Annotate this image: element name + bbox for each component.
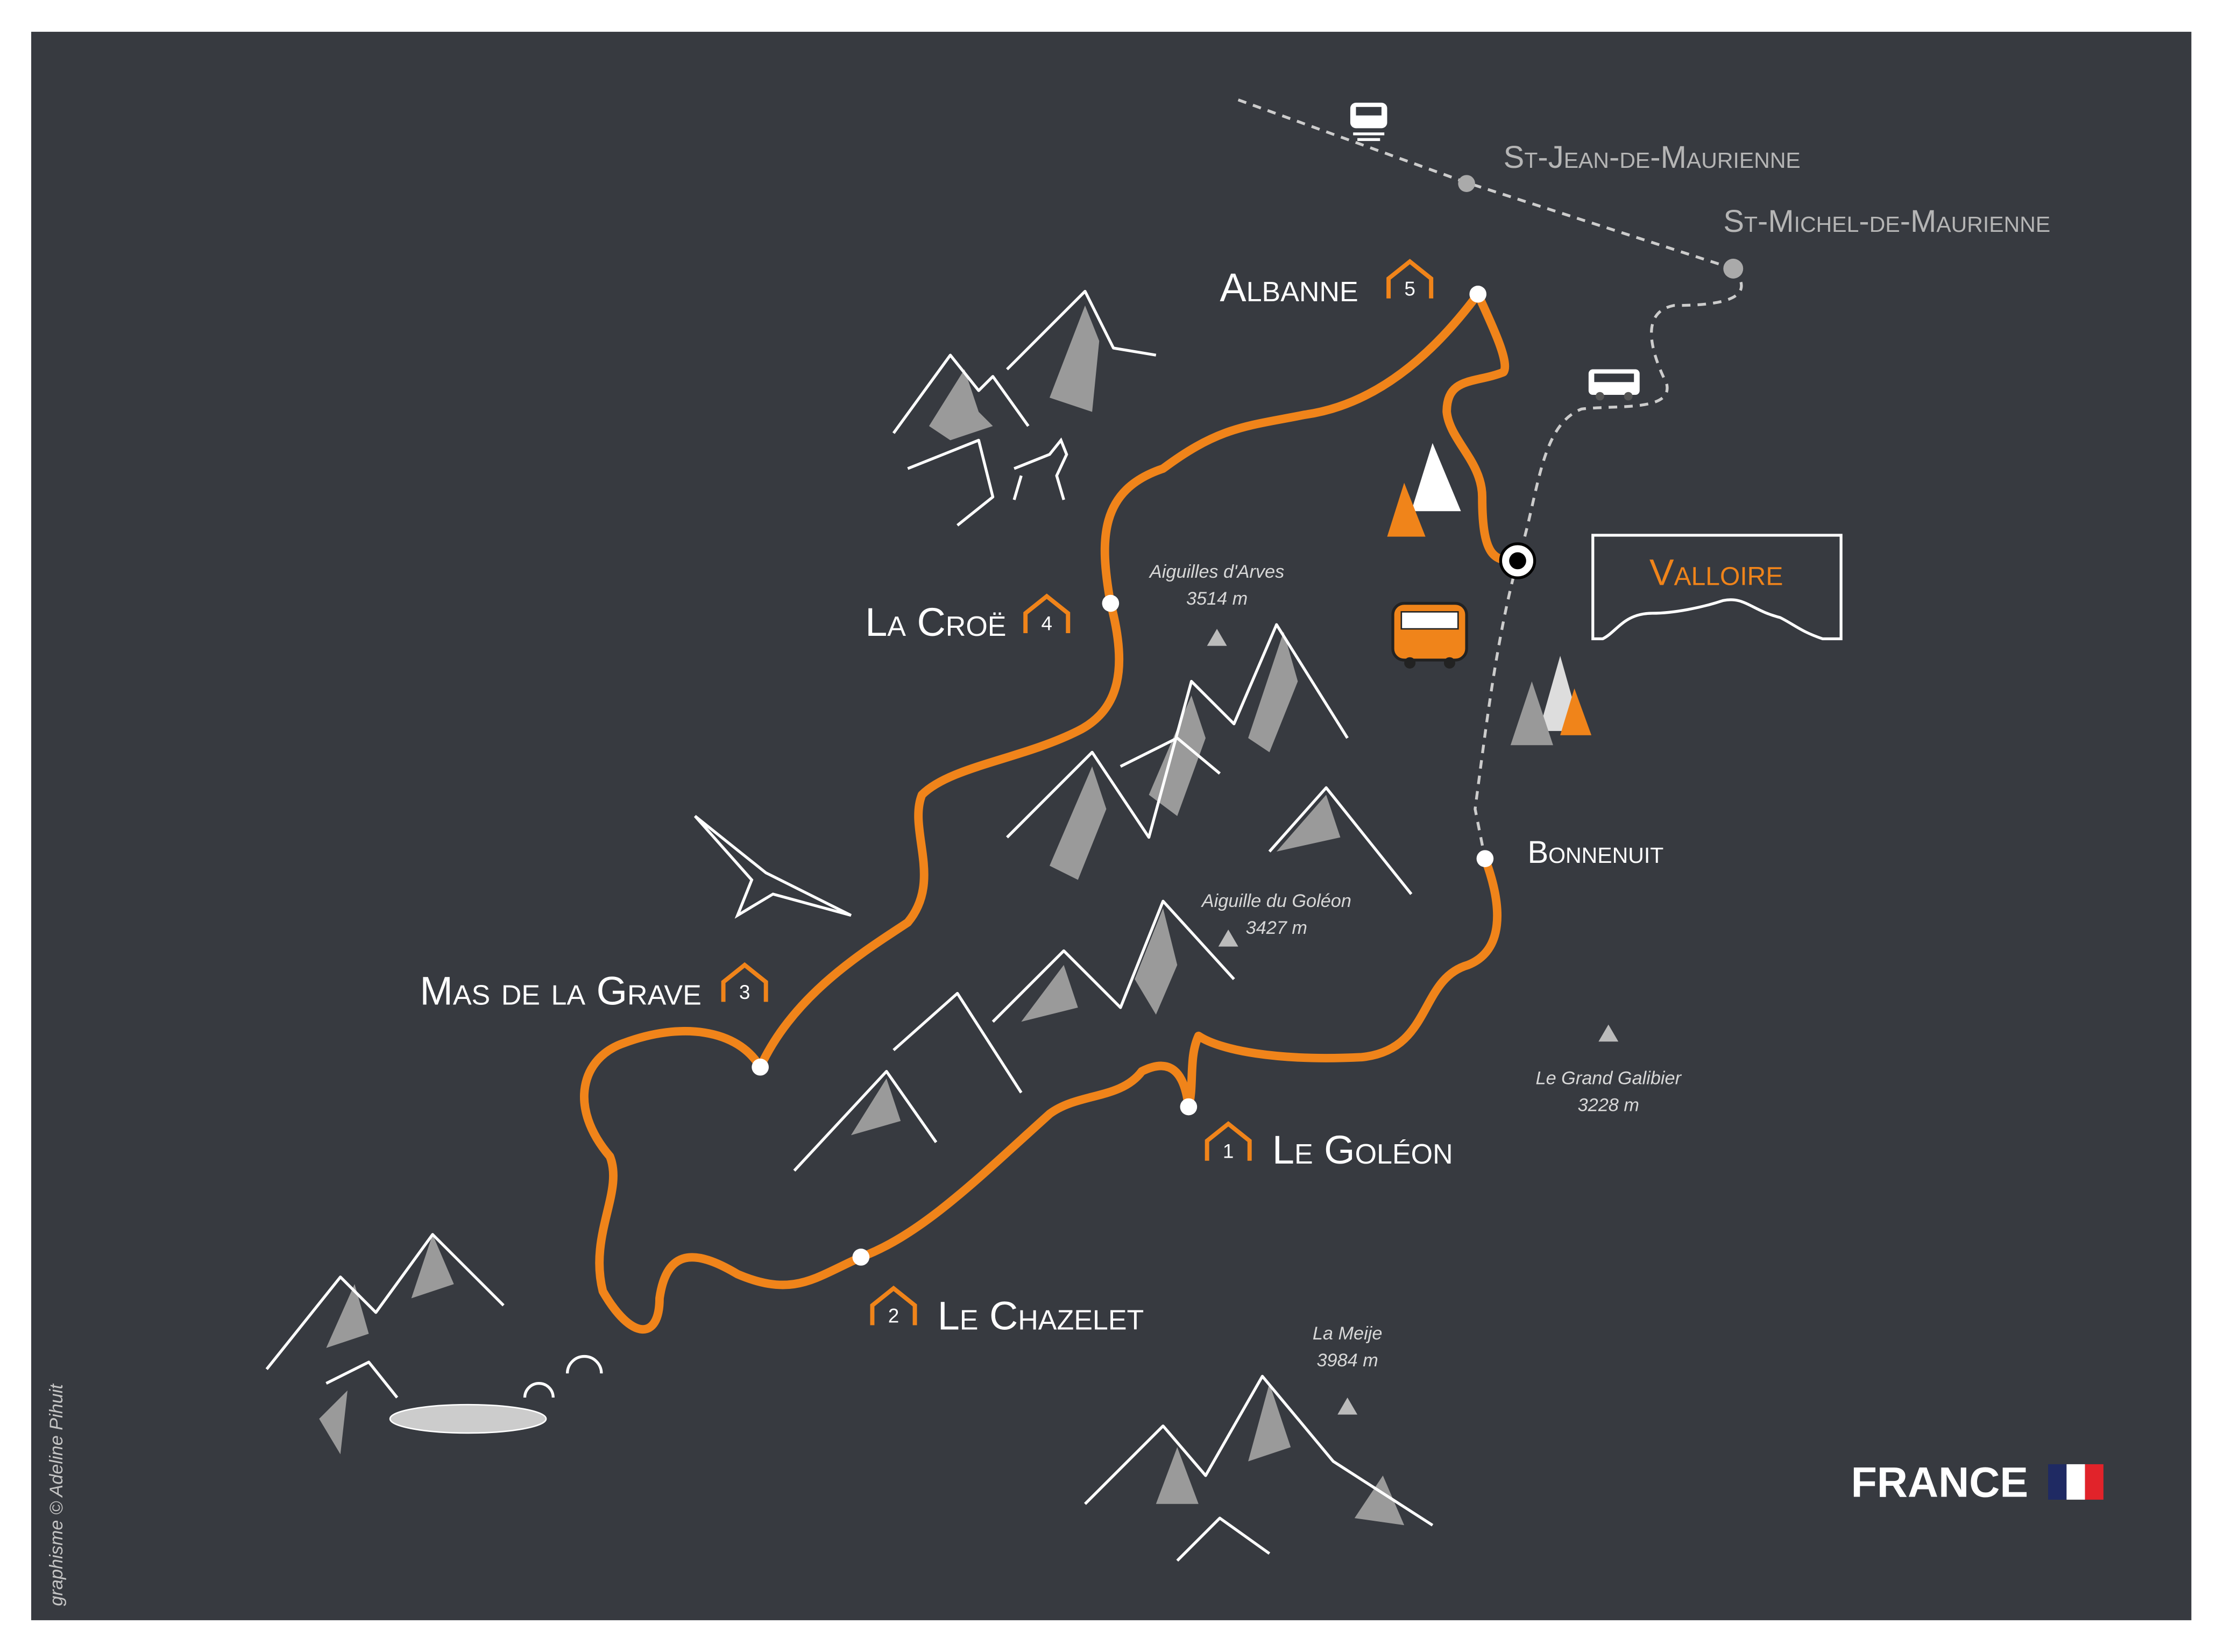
peak-triangle-icon bbox=[1207, 629, 1227, 646]
start-marker-valloire bbox=[1499, 542, 1536, 579]
peak-name: Aiguilles d'Arves bbox=[1149, 562, 1284, 582]
stage-dot-mas-de-la-grave bbox=[752, 1058, 769, 1076]
stage-label: Albanne bbox=[1220, 265, 1358, 310]
hut-icon: 4 bbox=[1023, 593, 1071, 635]
stage-3: Mas de la Grave 3 bbox=[420, 962, 768, 1013]
peak-triangle-icon bbox=[1337, 1398, 1358, 1415]
stage-number: 2 bbox=[888, 1304, 899, 1327]
stage-dot-albanne bbox=[1469, 286, 1487, 303]
valloire-label-box: Valloire bbox=[1591, 534, 1843, 641]
peak-name: Le Grand Galibier bbox=[1536, 1068, 1682, 1088]
mountain-group-south bbox=[1084, 1374, 1434, 1562]
peak-aiguilles-darves: Aiguilles d'Arves 3514 m bbox=[1149, 562, 1284, 646]
stage-1: 1 Le Goléon bbox=[1205, 1121, 1453, 1172]
stage-number: 4 bbox=[1041, 613, 1052, 635]
station-label-st-michel: St-Michel-de-Maurienne bbox=[1723, 204, 2050, 239]
start-label: Valloire bbox=[1649, 551, 1783, 593]
peak-triangle-icon bbox=[1218, 929, 1238, 947]
hut-icon: 5 bbox=[1386, 259, 1434, 300]
mountain-group-center bbox=[793, 623, 1413, 1172]
peak-altitude: 3228 m bbox=[1578, 1095, 1639, 1115]
lake bbox=[389, 1403, 547, 1434]
mountain-group-southwest bbox=[265, 1233, 547, 1455]
country-label: FRANCE bbox=[1851, 1458, 2028, 1506]
hut-icon: 3 bbox=[721, 962, 768, 1003]
mountain-group-north bbox=[892, 289, 1157, 527]
waypoint-label-bonnenuit: Bonnenuit bbox=[1527, 835, 1663, 870]
chamois-icon bbox=[1012, 437, 1068, 500]
bus-icon bbox=[1588, 369, 1640, 401]
bus-line bbox=[1516, 267, 1743, 562]
stage-number: 1 bbox=[1223, 1140, 1234, 1162]
station-label-st-jean: St-Jean-de-Maurienne bbox=[1504, 140, 1801, 175]
marmot-icon bbox=[523, 1355, 603, 1398]
stage-dot-la-croe bbox=[1102, 594, 1120, 612]
eagle-icon bbox=[693, 814, 852, 919]
station-dot-st-michel bbox=[1723, 258, 1744, 279]
peak-la-meije: La Meije 3984 m bbox=[1313, 1323, 1383, 1415]
peak-triangle-icon bbox=[1598, 1024, 1619, 1042]
credit-text: graphisme © Adeline Pihuit bbox=[46, 1384, 67, 1606]
stage-label: La Croë bbox=[865, 600, 1006, 644]
stage-5: Albanne 5 bbox=[1220, 259, 1434, 310]
hut-icon: 2 bbox=[870, 1285, 917, 1327]
peak-name: La Meije bbox=[1313, 1323, 1383, 1344]
stage-2: 2 Le Chazelet bbox=[870, 1285, 1144, 1338]
train-icon bbox=[1350, 102, 1387, 141]
stage-number: 5 bbox=[1404, 278, 1415, 300]
stage-label: Le Chazelet bbox=[938, 1293, 1144, 1338]
stage-dot-le-chazelet bbox=[852, 1249, 870, 1266]
road-valloire-bonnenuit bbox=[1474, 560, 1519, 859]
peak-altitude: 3984 m bbox=[1317, 1350, 1378, 1371]
peak-aiguille-du-goleon: Aiguille du Goléon 3427 m bbox=[1201, 891, 1351, 947]
station-dot-st-jean bbox=[1458, 175, 1475, 192]
france-flag-icon bbox=[2048, 1464, 2103, 1500]
stage-number: 3 bbox=[739, 981, 750, 1003]
mountains-illustration bbox=[265, 289, 1434, 1562]
van-icon bbox=[1391, 601, 1468, 669]
peak-altitude: 3427 m bbox=[1246, 918, 1307, 938]
stage-4: La Croë 4 bbox=[865, 593, 1071, 644]
peak-name: Aiguille du Goléon bbox=[1201, 891, 1351, 911]
peak-le-grand-galibier: Le Grand Galibier 3228 m bbox=[1536, 1024, 1682, 1115]
peak-altitude: 3514 m bbox=[1186, 589, 1248, 609]
stage-dot-le-goleon bbox=[1180, 1098, 1198, 1116]
map-background bbox=[31, 32, 2192, 1620]
hut-icon: 1 bbox=[1205, 1121, 1252, 1162]
stage-label: Mas de la Grave bbox=[420, 969, 701, 1013]
stage-label: Le Goléon bbox=[1272, 1128, 1453, 1172]
waypoint-dot-bonnenuit bbox=[1476, 850, 1494, 867]
trees-icon bbox=[1387, 443, 1592, 746]
